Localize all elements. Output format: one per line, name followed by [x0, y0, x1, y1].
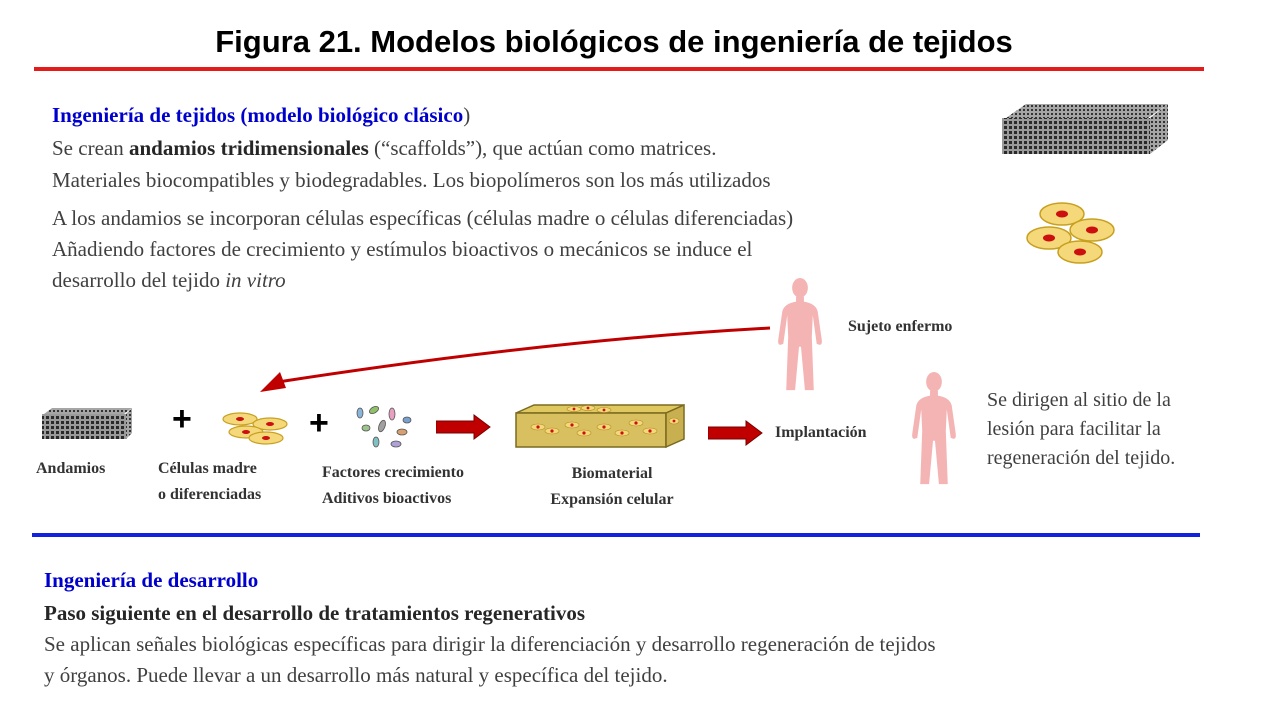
classic-heading-main: Ingeniería de tejidos (modelo biológico … — [52, 103, 464, 127]
bioactive-factors-image — [356, 405, 412, 448]
red-arrow-1 — [436, 414, 491, 440]
treated-subject-silhouette — [904, 370, 964, 488]
classic-line-1-pre: Se crean — [52, 136, 129, 160]
side-note-line-1: Se dirigen al sitio de la — [987, 389, 1171, 411]
development-subheading: Paso siguiente en el desarrollo de trata… — [44, 601, 586, 625]
factors-label: Factores crecimiento Aditivos bioactivos — [322, 460, 464, 512]
factors-label-line-2: Aditivos bioactivos — [322, 490, 452, 507]
scaffold-block-image — [1002, 104, 1168, 154]
curved-arrow — [260, 326, 771, 392]
implantacion-label: Implantación — [775, 424, 867, 441]
development-line-2: y órganos. Puede llevar a un desarrollo … — [44, 663, 668, 687]
classic-line-4: Añadiendo factores de crecimiento y estí… — [52, 237, 753, 261]
classic-heading-paren: ) — [463, 103, 471, 127]
andamios-label: Andamios — [36, 460, 106, 477]
andamios-image — [42, 408, 132, 439]
biomaterial-label-line-1: Biomaterial — [571, 465, 653, 482]
biomaterial-block-image — [515, 403, 685, 449]
middle-divider — [32, 533, 1200, 537]
development-line-1: Se aplican señales biológicas específica… — [44, 632, 936, 656]
page-title: Figura 21. Modelos biológicos de ingenie… — [215, 24, 1013, 59]
classic-line-5-italic: in vitro — [225, 268, 286, 292]
side-note-line-3: regeneración del tejido. — [987, 447, 1176, 469]
classic-line-5: desarrollo del tejido in vitro — [52, 266, 286, 295]
biomaterial-label-line-2: Expansión celular — [550, 491, 674, 508]
sujeto-enfermo-label: Sujeto enfermo — [848, 318, 953, 335]
biomaterial-label: Biomaterial Expansión celular — [532, 461, 692, 513]
cells-cluster-image — [1026, 202, 1115, 264]
cells-label-line-2: o diferenciadas — [158, 486, 262, 503]
classic-line-1: Se crean andamios tridimensionales (“sca… — [52, 134, 716, 163]
factors-label-line-1: Factores crecimiento — [322, 464, 465, 481]
classic-line-3: A los andamios se incorporan células esp… — [52, 206, 794, 230]
cells-image — [222, 412, 288, 445]
plus-sign-2: + — [309, 404, 329, 442]
side-note: Se dirigen al sitio de la lesión para fa… — [987, 386, 1175, 473]
red-arrow-2 — [708, 420, 763, 446]
classic-heading: Ingeniería de tejidos (modelo biológico … — [52, 103, 470, 128]
classic-line-1-post: (“scaffolds”), que actúan como matrices. — [368, 136, 717, 160]
cells-label: Células madre o diferenciadas — [158, 456, 261, 508]
top-divider — [34, 67, 1204, 71]
cells-label-line-1: Células madre — [158, 460, 257, 477]
development-heading: Ingeniería de desarrollo — [44, 568, 259, 592]
side-note-line-2: lesión para facilitar la — [987, 418, 1161, 440]
classic-line-1-bold: andamios tridimensionales — [128, 136, 369, 160]
plus-sign-1: + — [172, 400, 192, 438]
classic-line-2: Materiales biocompatibles y biodegradabl… — [52, 168, 771, 192]
classic-line-5-pre: desarrollo del tejido — [52, 268, 226, 292]
